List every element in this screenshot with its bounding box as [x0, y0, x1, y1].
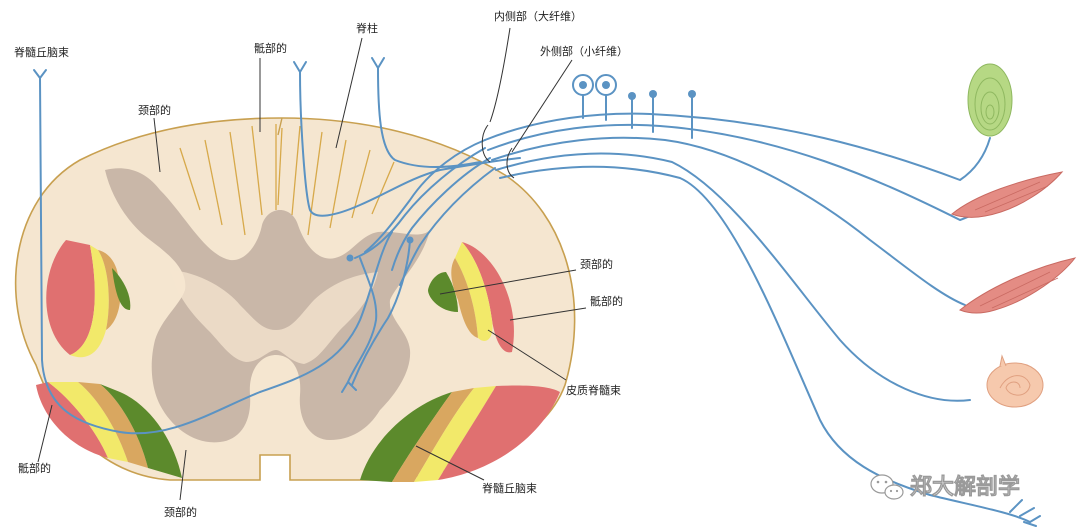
label-sacral-right: 骶部的: [590, 294, 623, 308]
muscle-spindle-2: [959, 257, 1077, 314]
root-brackets: [481, 124, 515, 179]
gray-matter: [105, 168, 430, 443]
nerve-fibers: [33, 57, 1041, 527]
leader-lines: [37, 27, 587, 501]
pacinian-corpuscle-top: [967, 63, 1013, 137]
ganglion-cells: [346, 74, 696, 262]
label-lateral-division: 外侧部（小纤维）: [540, 44, 628, 58]
ruffini-ending: [986, 354, 1044, 408]
labels: 脊髓丘脑束 骶部的 脊柱 内侧部（大纤维） 外侧部（小纤维） 颈部的 颈部的 骶…: [14, 9, 628, 519]
label-cervical-right: 颈部的: [580, 257, 613, 271]
dorsal-column-fibers: [179, 124, 395, 236]
spinal-cord-section: [14, 117, 576, 481]
lateral-corticospinal-right: [428, 242, 514, 353]
posterior-median-sulcus: [277, 117, 283, 136]
label-sacral-bottom-left: 骶部的: [18, 461, 51, 475]
label-medial-division: 内侧部（大纤维）: [494, 9, 582, 23]
label-corticospinal: 皮质脊髓束: [566, 383, 621, 397]
watermark-text: 郑大解剖学: [910, 474, 1020, 500]
label-spinothalamic-bottom: 脊髓丘脑束: [482, 481, 537, 495]
spinothalamic-right: [360, 385, 560, 482]
label-spinothalamic-top: 脊髓丘脑束: [14, 45, 69, 59]
lateral-corticospinal-left: [46, 240, 131, 358]
watermark: 郑大解剖学: [870, 474, 1020, 500]
wechat-icon: [870, 474, 904, 500]
muscle-spindle-1: [951, 171, 1064, 218]
gray-matter-inner: [170, 270, 378, 364]
spinothalamic-left: [36, 382, 182, 478]
label-sacral-top: 骶部的: [254, 41, 287, 55]
label-dorsal-column: 脊柱: [356, 21, 378, 35]
label-cervical-bottom: 颈部的: [164, 505, 197, 519]
label-cervical-top: 颈部的: [138, 103, 171, 117]
